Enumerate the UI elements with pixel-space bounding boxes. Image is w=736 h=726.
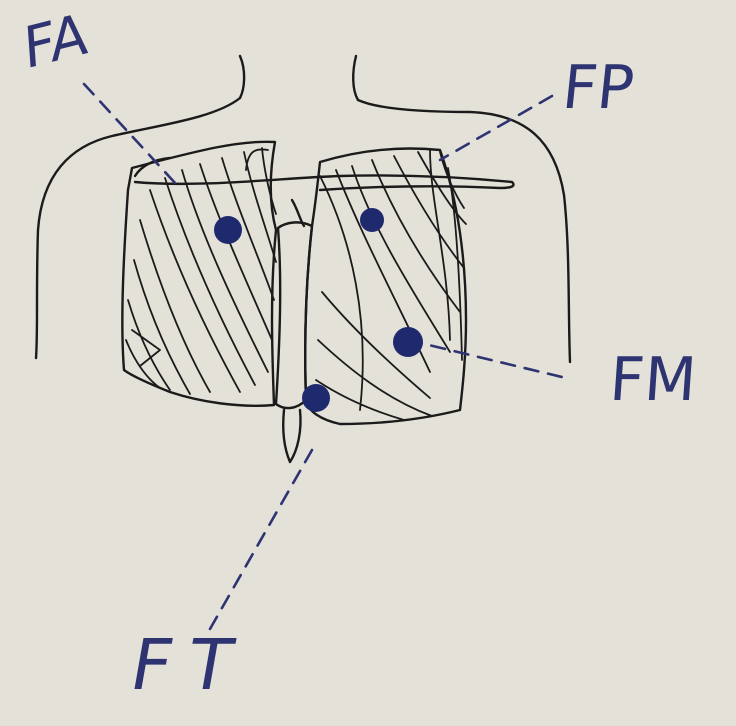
- neck-left-line: [240, 56, 244, 98]
- electrode-dot-fp: [360, 208, 384, 232]
- shoulder-left-line: [36, 98, 240, 358]
- pectoral-right-fibers: [316, 150, 466, 420]
- leader-fa: [84, 84, 176, 184]
- electrode-dot-fm: [393, 327, 423, 357]
- label-fp: FP: [560, 58, 637, 118]
- label-fa: FA: [22, 6, 89, 79]
- neck-right-line: [353, 56, 358, 100]
- pectoral-left-fibers: [126, 148, 276, 394]
- label-ft: FT: [126, 630, 256, 700]
- label-fm: FM: [608, 350, 698, 410]
- electrode-dot-fa: [214, 216, 242, 244]
- leader-fp: [440, 96, 552, 160]
- leader-ft: [206, 450, 312, 636]
- electrode-dot-ft: [302, 384, 330, 412]
- shoulder-right-line: [358, 100, 570, 362]
- xiphoid: [283, 410, 300, 462]
- leader-fm: [408, 340, 566, 378]
